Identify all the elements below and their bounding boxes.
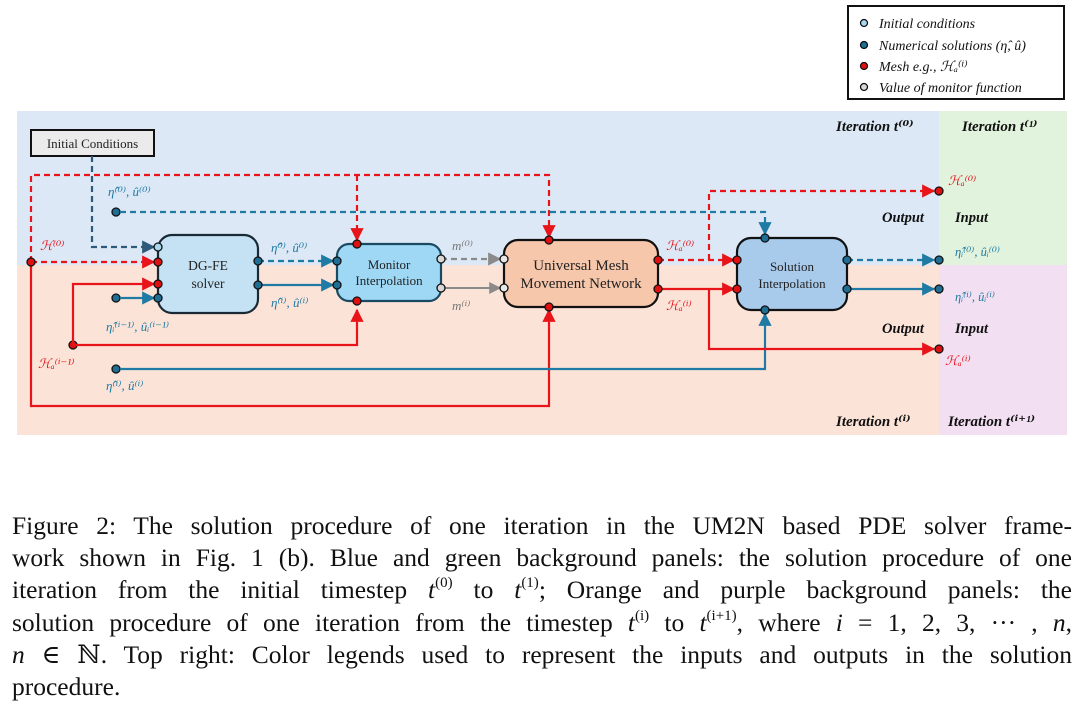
svg-text:Movement Network: Movement Network	[520, 276, 642, 292]
dgfe-solver-box: DG-FE solver	[153, 233, 263, 315]
svg-text:solver: solver	[192, 276, 225, 291]
label-mi: m⁽ⁱ⁾	[452, 298, 470, 313]
label-Ha0-um2n: ℋₐ⁽⁰⁾	[666, 238, 694, 253]
solution-procedure-diagram: Initial conditions Numerical solutions (…	[17, 5, 1067, 435]
label-H0: ℋ⁽⁰⁾	[40, 238, 64, 253]
label-etaI-im1: η̂ᵢ⁽ⁱ⁻¹⁾, ûᵢ⁽ⁱ⁻¹⁾	[106, 319, 169, 334]
edge-Ha-im1-to-dgfe	[71, 277, 156, 345]
caption-line-3: iteration from the initial timestep t(0)…	[12, 575, 1072, 605]
label-etaI0-output: η̂ᵢ⁽⁰⁾, ûᵢ⁽⁰⁾	[955, 245, 1000, 259]
node-H0-source	[26, 257, 36, 267]
input-label-top: Input	[954, 210, 989, 226]
initial-conditions-box: Initial Conditions	[30, 129, 155, 157]
node-etaI-im1-source	[111, 293, 121, 303]
solution-interpolation-box: Solution Interpolation	[732, 233, 852, 315]
monitor-interpolation-box: Monitor Interpolation	[332, 239, 446, 306]
legend-marker-initial	[859, 18, 869, 28]
edge-Hai-to-output	[707, 289, 936, 356]
iteration-ti-label: Iteration t⁽ⁱ⁾	[835, 414, 911, 430]
legend-marker-solution	[859, 40, 869, 50]
legend-label-mesh: Mesh e.g., ℋₐ⁽ⁱ⁾	[878, 60, 968, 75]
label-etai-ui-dgfe: η̂⁽ⁱ⁾, û⁽ⁱ⁾	[271, 295, 308, 310]
edge-Ha-im1-to-monitor	[73, 308, 364, 347]
panel-green-iteration-t1	[939, 111, 1067, 265]
edge-initial-to-dgfe	[90, 156, 156, 254]
svg-text:Monitor: Monitor	[368, 257, 411, 272]
edge-eta0-to-solution-interp	[120, 210, 772, 236]
legend-label-initial: Initial conditions	[878, 17, 976, 32]
panel-purple-iteration-ti1	[939, 265, 1067, 435]
iteration-ti1-label: Iteration t⁽ⁱ⁺¹⁾	[947, 414, 1035, 430]
output-node-Ha0	[934, 186, 944, 196]
um2n-box: Universal Mesh Movement Network	[499, 235, 663, 312]
output-label-bottom: Output	[882, 321, 925, 337]
output-node-etaI0	[934, 255, 944, 265]
legend-label-solution: Numerical solutions (η̂, û)	[878, 39, 1026, 54]
svg-text:Solution: Solution	[770, 259, 815, 274]
label-Hai-um2n: ℋₐ⁽ⁱ⁾	[666, 298, 692, 313]
label-Hai-output: ℋₐ⁽ⁱ⁾	[945, 353, 971, 368]
caption-line-2: work shown in Fig. 1 (b). Blue and green…	[12, 543, 1072, 573]
label-eta0-u0-top: η̂⁽⁰⁾, û⁽⁰⁾	[108, 184, 151, 199]
edge-H-bottom-bus	[29, 262, 556, 408]
svg-text:DG-FE: DG-FE	[188, 258, 228, 273]
caption-line-1: Figure 2: The solution procedure of one …	[12, 511, 1072, 540]
legend-marker-mesh	[859, 61, 869, 71]
output-label-top: Output	[882, 210, 925, 226]
legend-marker-monitor	[859, 82, 869, 92]
caption-line-6: procedure.	[12, 672, 121, 702]
figure-caption: Figure 2: The solution procedure of one …	[12, 510, 1072, 703]
svg-text:Interpolation: Interpolation	[758, 276, 826, 291]
legend: Initial conditions Numerical solutions (…	[847, 5, 1065, 100]
caption-line-4: solution procedure of one iteration from…	[12, 607, 1073, 637]
caption-line-5: n ∈ ℕ. Top right: Color legends used to …	[12, 639, 1072, 669]
output-node-Hai	[934, 344, 944, 354]
label-etaIi-output: η̂ᵢ⁽ⁱ⁾, ûᵢ⁽ⁱ⁾	[955, 290, 995, 304]
label-eta0-u0-dgfe: η̂⁰⁾, û⁰⁾	[271, 240, 307, 255]
legend-label-monitor: Value of monitor function	[879, 81, 1022, 96]
svg-text:Universal Mesh: Universal Mesh	[533, 258, 629, 274]
svg-text:Interpolation: Interpolation	[355, 273, 423, 288]
iteration-t0-label: Iteration t⁽⁰⁾	[835, 119, 914, 135]
input-label-bottom: Input	[954, 321, 989, 337]
label-Ha-im1: ℋₐ⁽ⁱ⁻¹⁾	[38, 356, 74, 371]
edge-etai-to-solution-interp	[120, 312, 772, 371]
iteration-t1-label: Iteration t⁽¹⁾	[961, 119, 1038, 135]
node-eta0-u0-source	[111, 207, 121, 217]
edge-Ha0-to-output	[707, 184, 936, 260]
edge-H0-top-bus	[29, 173, 556, 262]
output-node-etaIi	[934, 284, 944, 294]
label-Ha0-output: ℋₐ⁽⁰⁾	[948, 173, 976, 188]
label-etai-ui-bottom: η̂⁽ⁱ⁾, û⁽ⁱ⁾	[106, 378, 143, 393]
node-etai-bottom-source	[111, 364, 121, 374]
label-m0: m⁽⁰⁾	[452, 238, 473, 253]
svg-text:Initial Conditions: Initial Conditions	[47, 136, 138, 151]
